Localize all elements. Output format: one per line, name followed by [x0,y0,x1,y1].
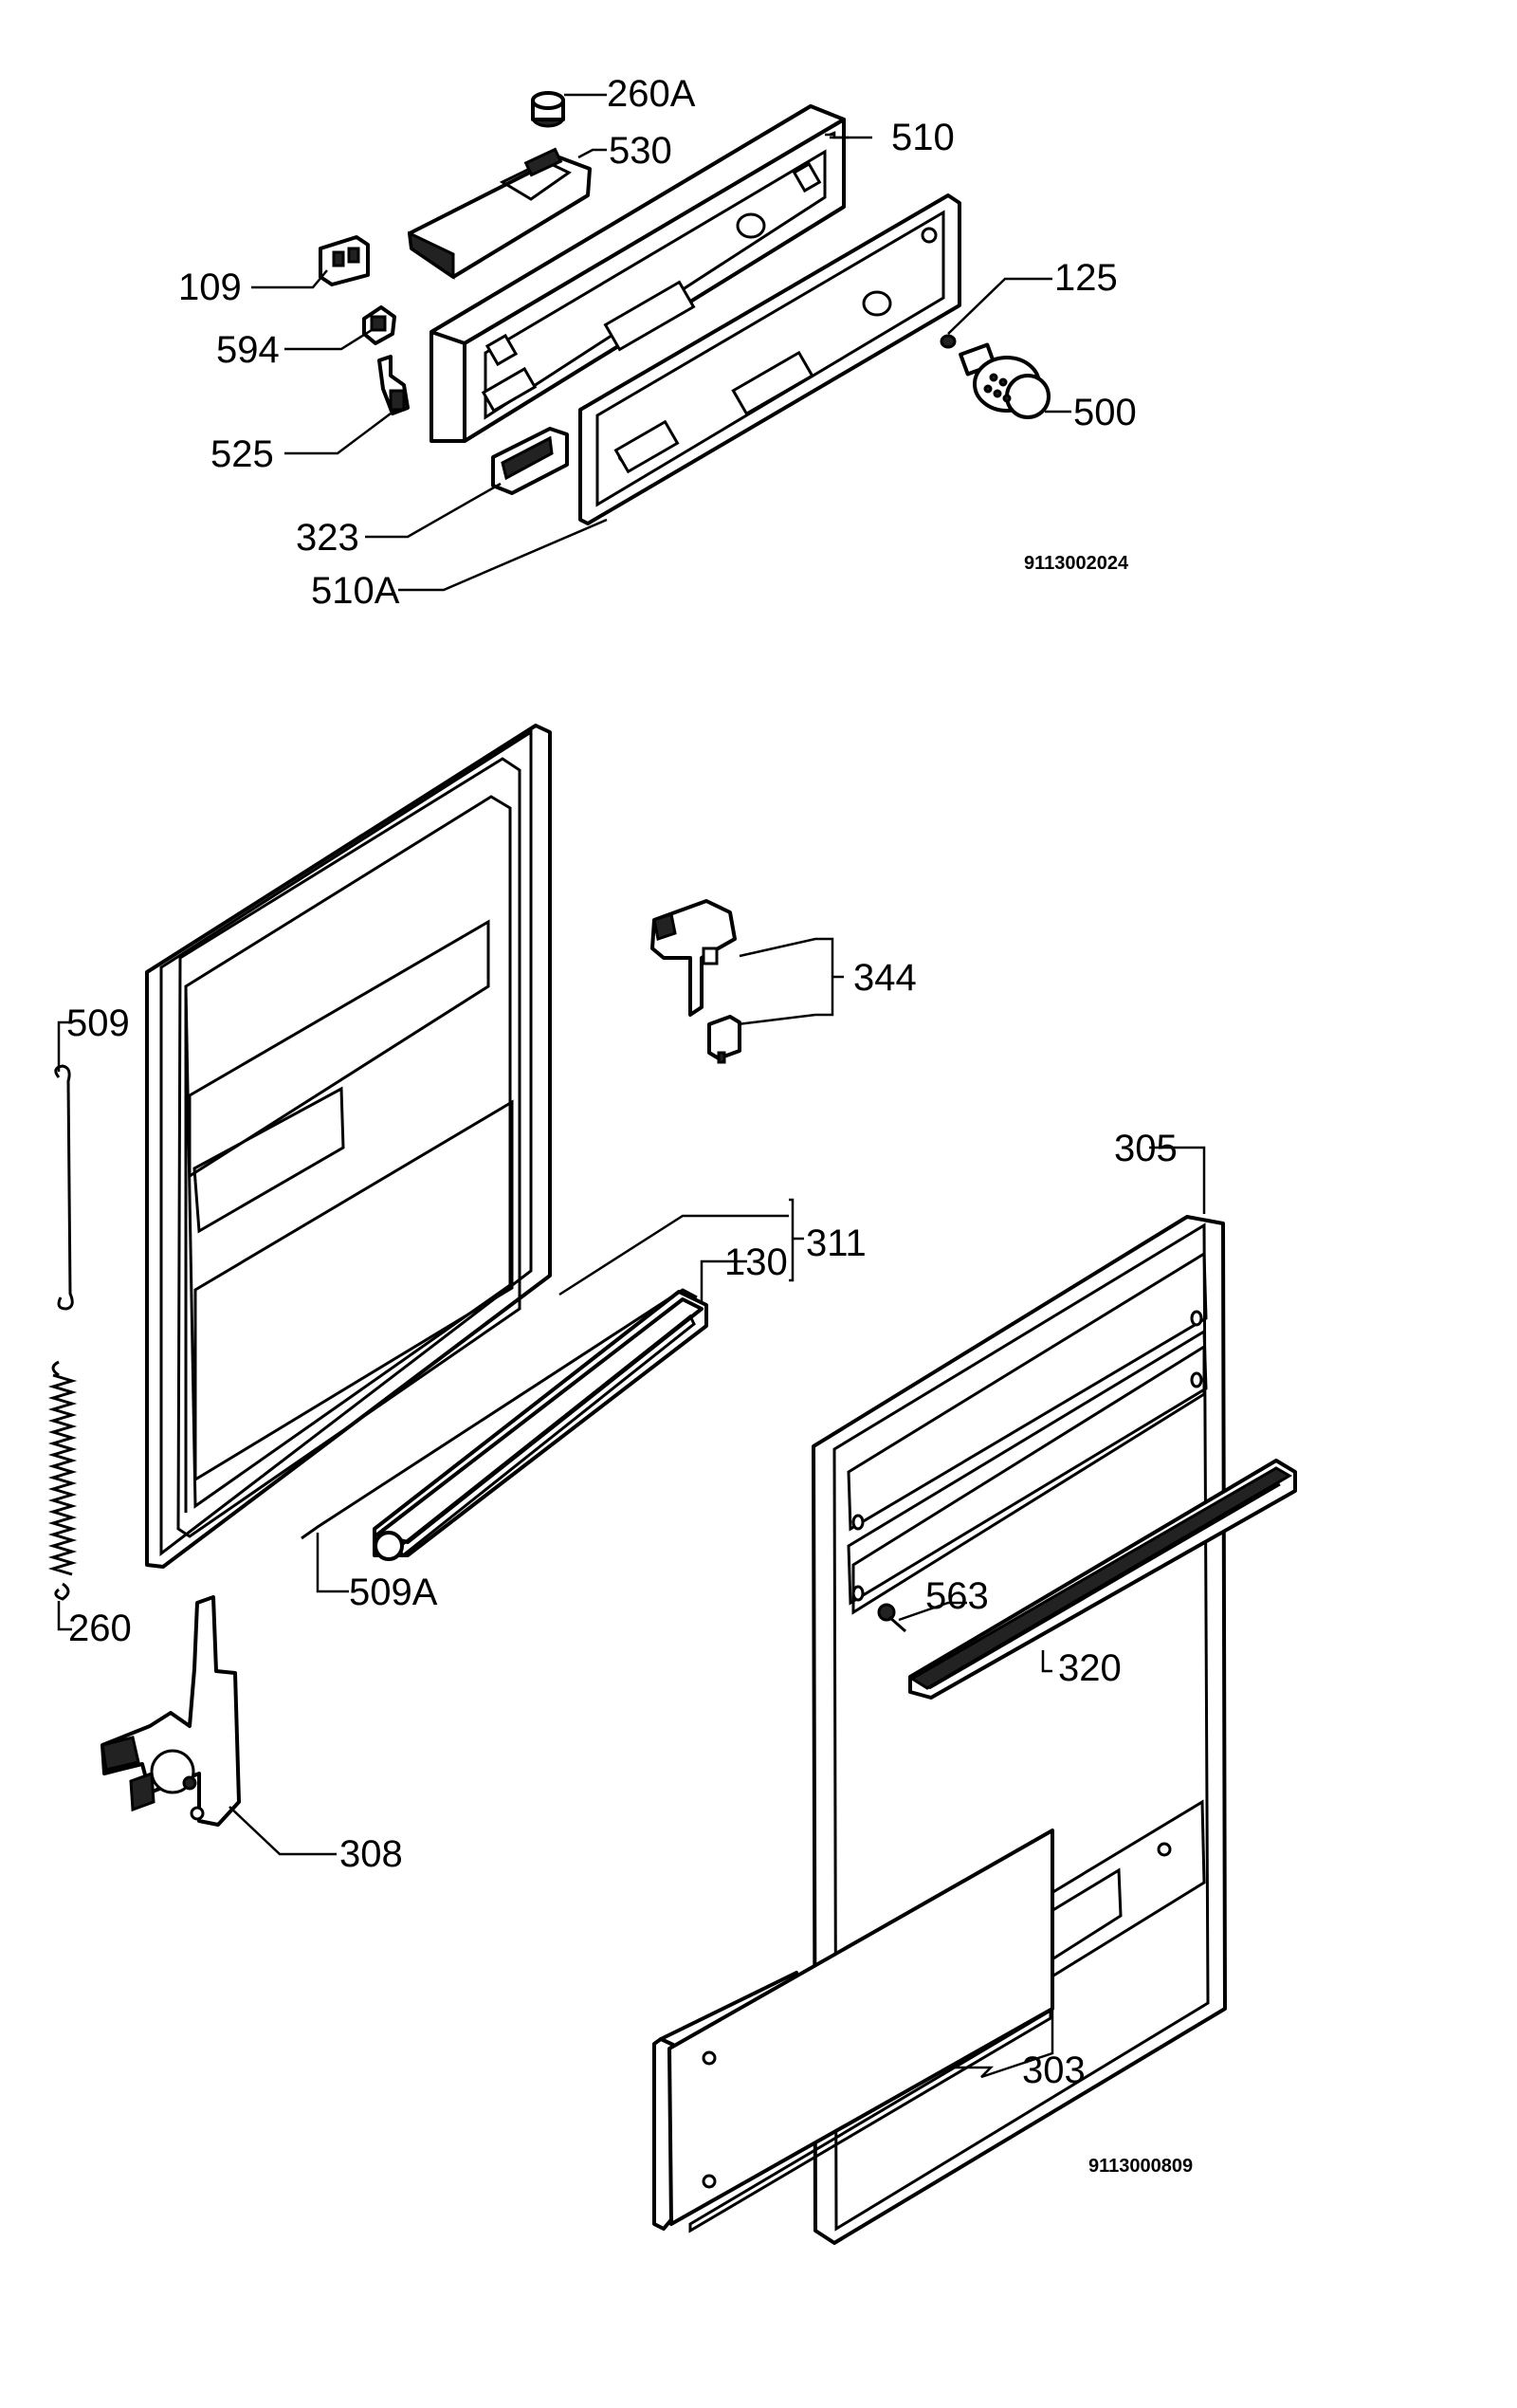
label-125: 125 [1054,257,1118,299]
part-344-door-lock [650,899,741,1064]
label-260: 260 [68,1608,132,1649]
part-323-button [491,427,569,495]
label-509: 509 [66,1002,130,1044]
part-308-hinge [101,1595,241,1827]
drawing-code-top: 9113002024 [1024,553,1129,574]
part-510-control-panel [430,104,846,443]
part-109-clip [319,235,370,286]
label-311: 311 [806,1222,867,1264]
part-303-plinth [652,1829,1054,2233]
part-260-spring [47,1360,78,1601]
part-510A-panel-insert [578,193,961,525]
part-530-switch-housing [408,147,592,280]
label-109: 109 [178,267,242,308]
label-308: 308 [339,1833,403,1875]
part-320-handle [908,1459,1297,1700]
label-323: 323 [296,517,359,559]
label-500: 500 [1073,392,1137,433]
part-500-knob [959,342,1051,419]
part-509A-rod [301,1288,698,1540]
part-inner-door [145,724,552,1569]
control-panel-assembly: 260A 530 510 109 125 594 500 525 323 510… [178,73,1137,612]
door-assembly: 344 509 305 311 130 509A 563 260 320 308… [47,724,1297,2245]
label-509A: 509A [349,1572,438,1613]
label-510A: 510A [311,570,400,612]
label-320: 320 [1058,1647,1122,1689]
label-525: 525 [210,433,274,475]
label-530: 530 [609,130,672,172]
part-125-screw [940,334,957,349]
leader-lines-top [251,93,1071,592]
leader-lines-bottom [57,937,1206,2079]
part-130-seal [373,1290,708,1561]
label-344: 344 [853,957,917,999]
label-130: 130 [724,1241,788,1283]
part-509-rod [54,1064,74,1311]
part-594-pad [362,305,396,345]
drawing-code-bottom: 9113000809 [1088,2156,1193,2177]
label-260A: 260A [607,73,696,115]
label-303: 303 [1022,2050,1086,2091]
part-260A-spring [531,91,565,128]
label-305: 305 [1114,1128,1178,1169]
part-563-screw [877,1603,906,1633]
label-563: 563 [925,1575,989,1617]
label-594: 594 [216,329,280,371]
label-510: 510 [891,117,955,158]
part-525-switch [377,355,410,415]
